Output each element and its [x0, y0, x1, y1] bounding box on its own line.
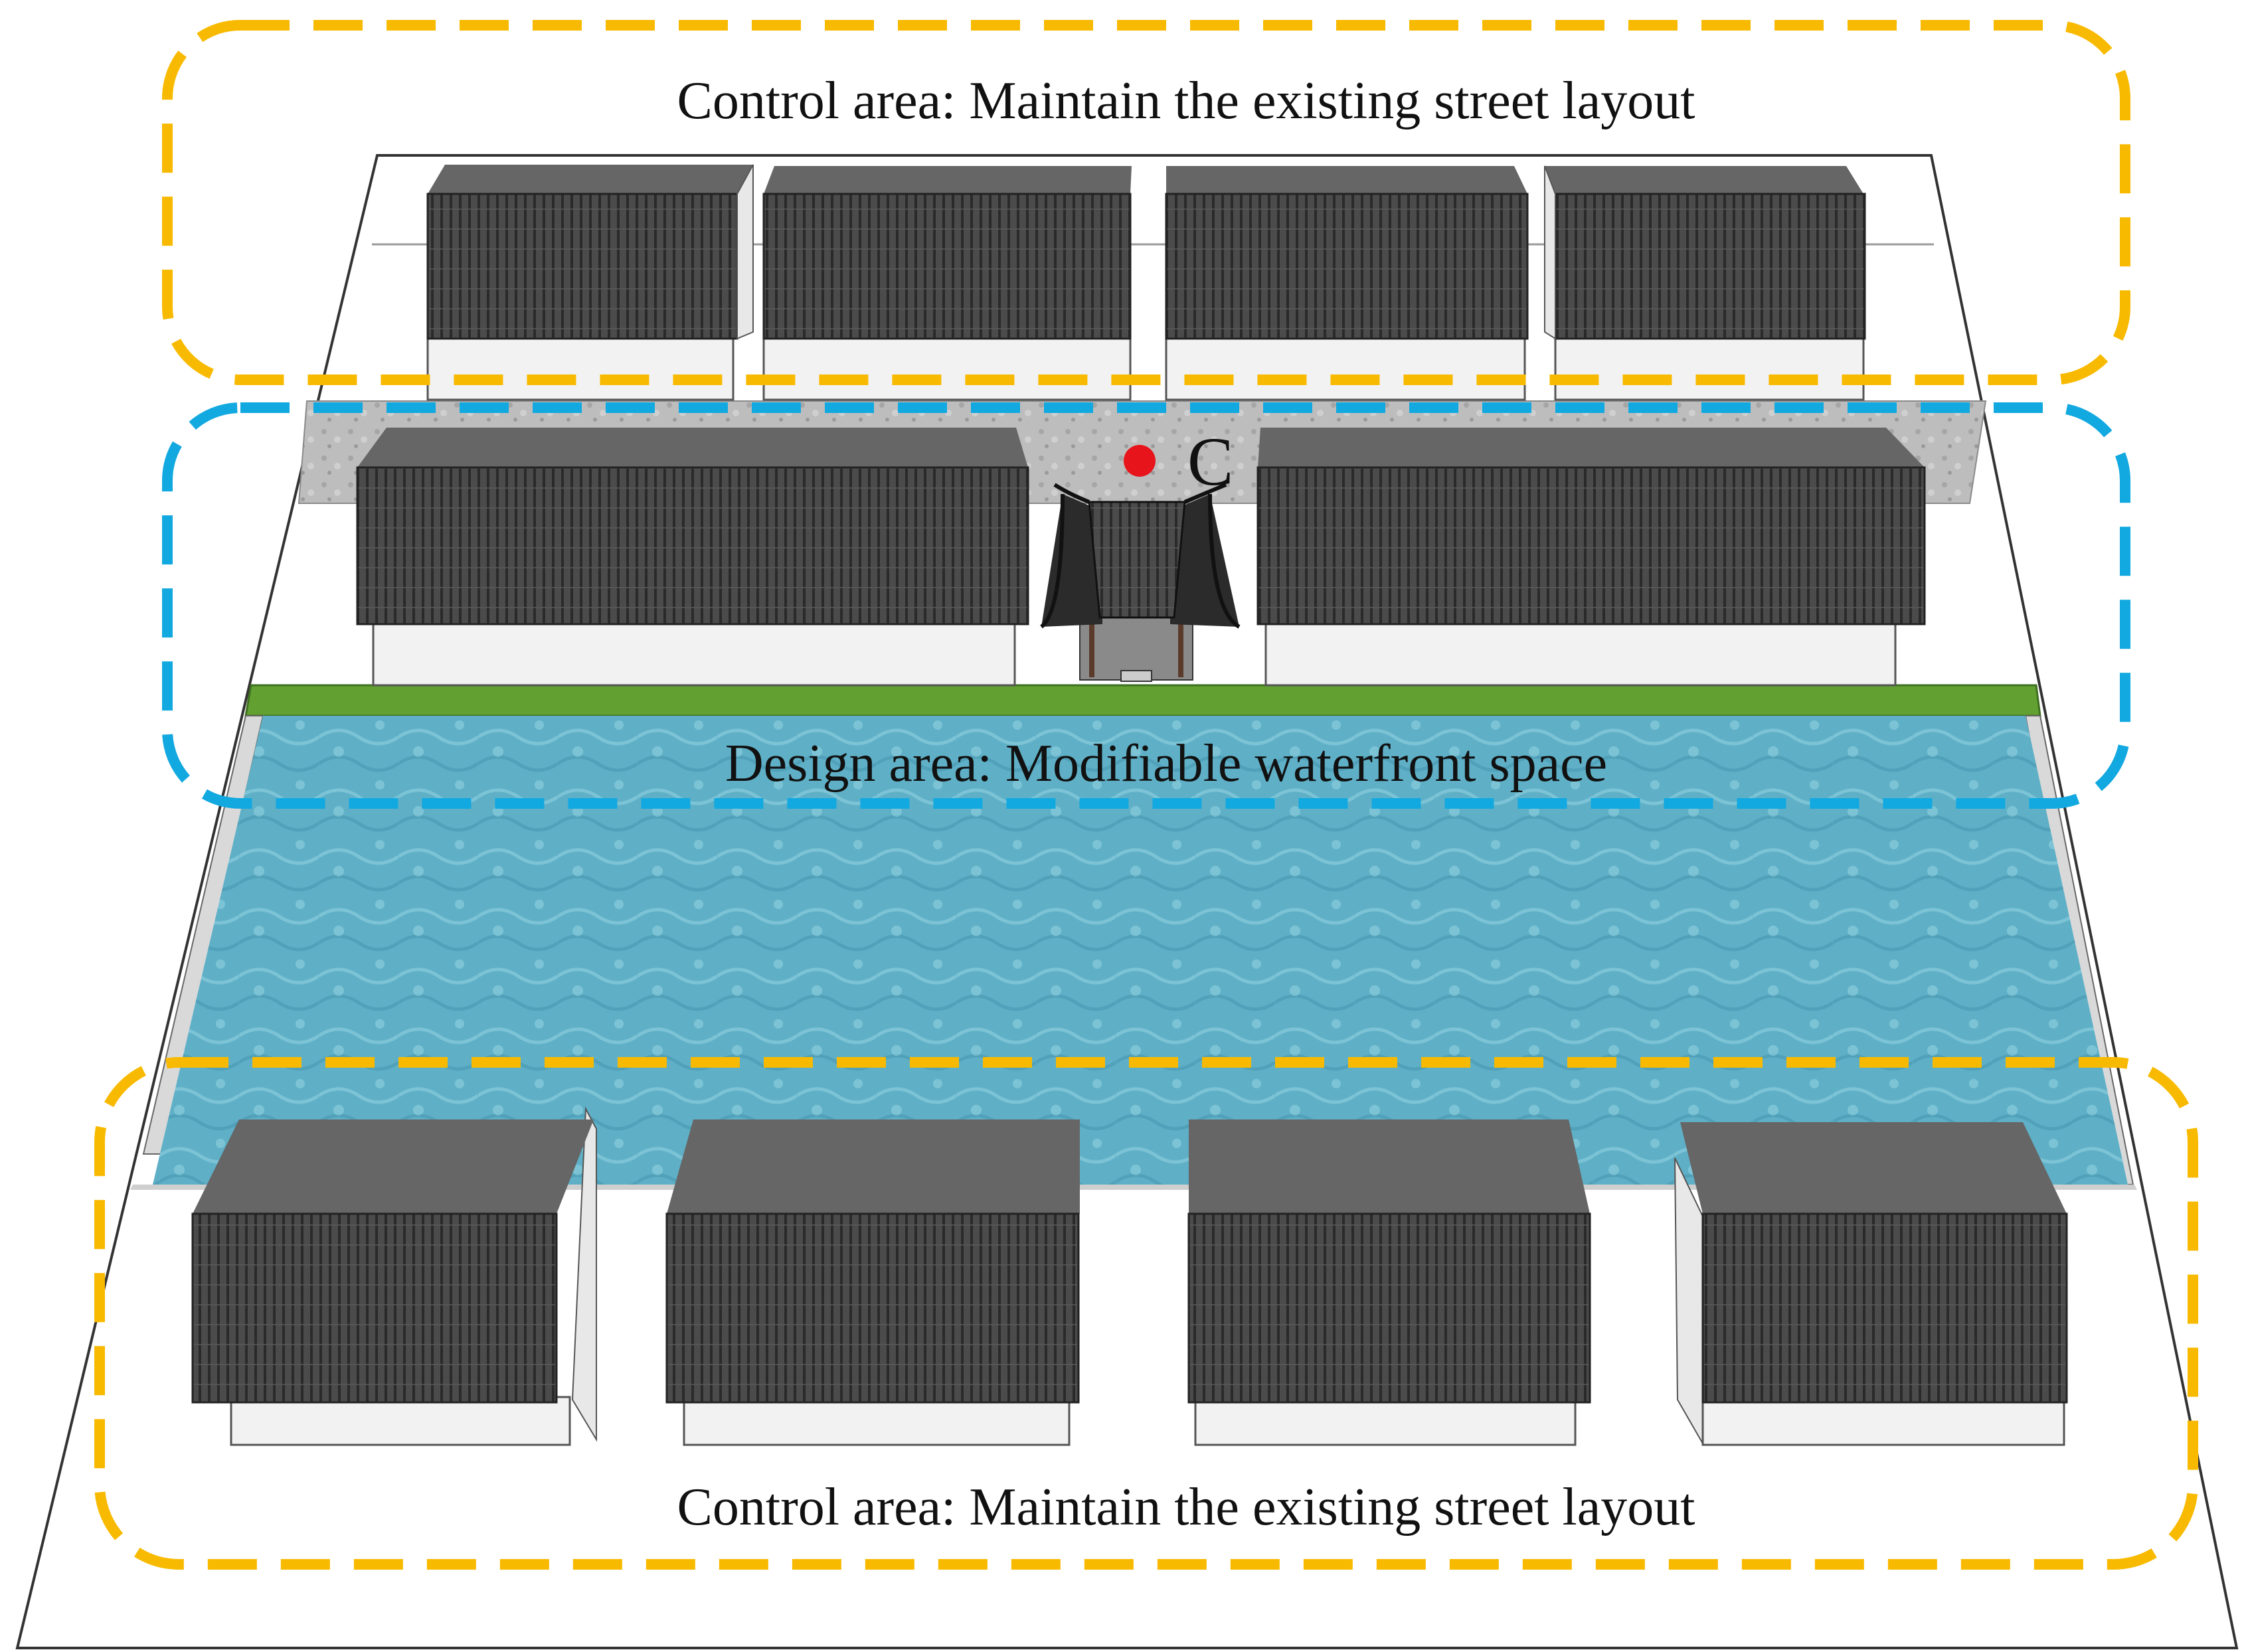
bottom-control-area-label: Control area: Maintain the existing stre… — [677, 1478, 1695, 1536]
middle-building-right — [1256, 428, 1926, 687]
design-area-label: Design area: Modifiable waterfront space — [725, 734, 1607, 793]
pavilion-icon — [1040, 483, 1241, 682]
bottom-building-4 — [1674, 1122, 2068, 1446]
top-building-4 — [1544, 165, 1866, 401]
grass-strip — [244, 684, 2041, 717]
top-control-area-label: Control area: Maintain the existing stre… — [677, 72, 1695, 130]
marker-label: C — [1187, 424, 1233, 500]
bottom-building-2 — [665, 1119, 1080, 1446]
lower-bank — [130, 1185, 2137, 1190]
design-area-outline — [162, 402, 2130, 809]
top-building-2 — [762, 166, 1132, 401]
top-control-area-outline — [162, 20, 2130, 385]
middle-building-left — [356, 428, 1029, 687]
top-building-1 — [426, 164, 754, 401]
bottom-control-area-outline — [94, 1057, 2198, 1570]
top-building-3 — [1165, 166, 1529, 401]
red-dot-icon — [1124, 445, 1156, 477]
bottom-building-1 — [191, 1106, 597, 1446]
bottom-building-3 — [1187, 1119, 1591, 1446]
